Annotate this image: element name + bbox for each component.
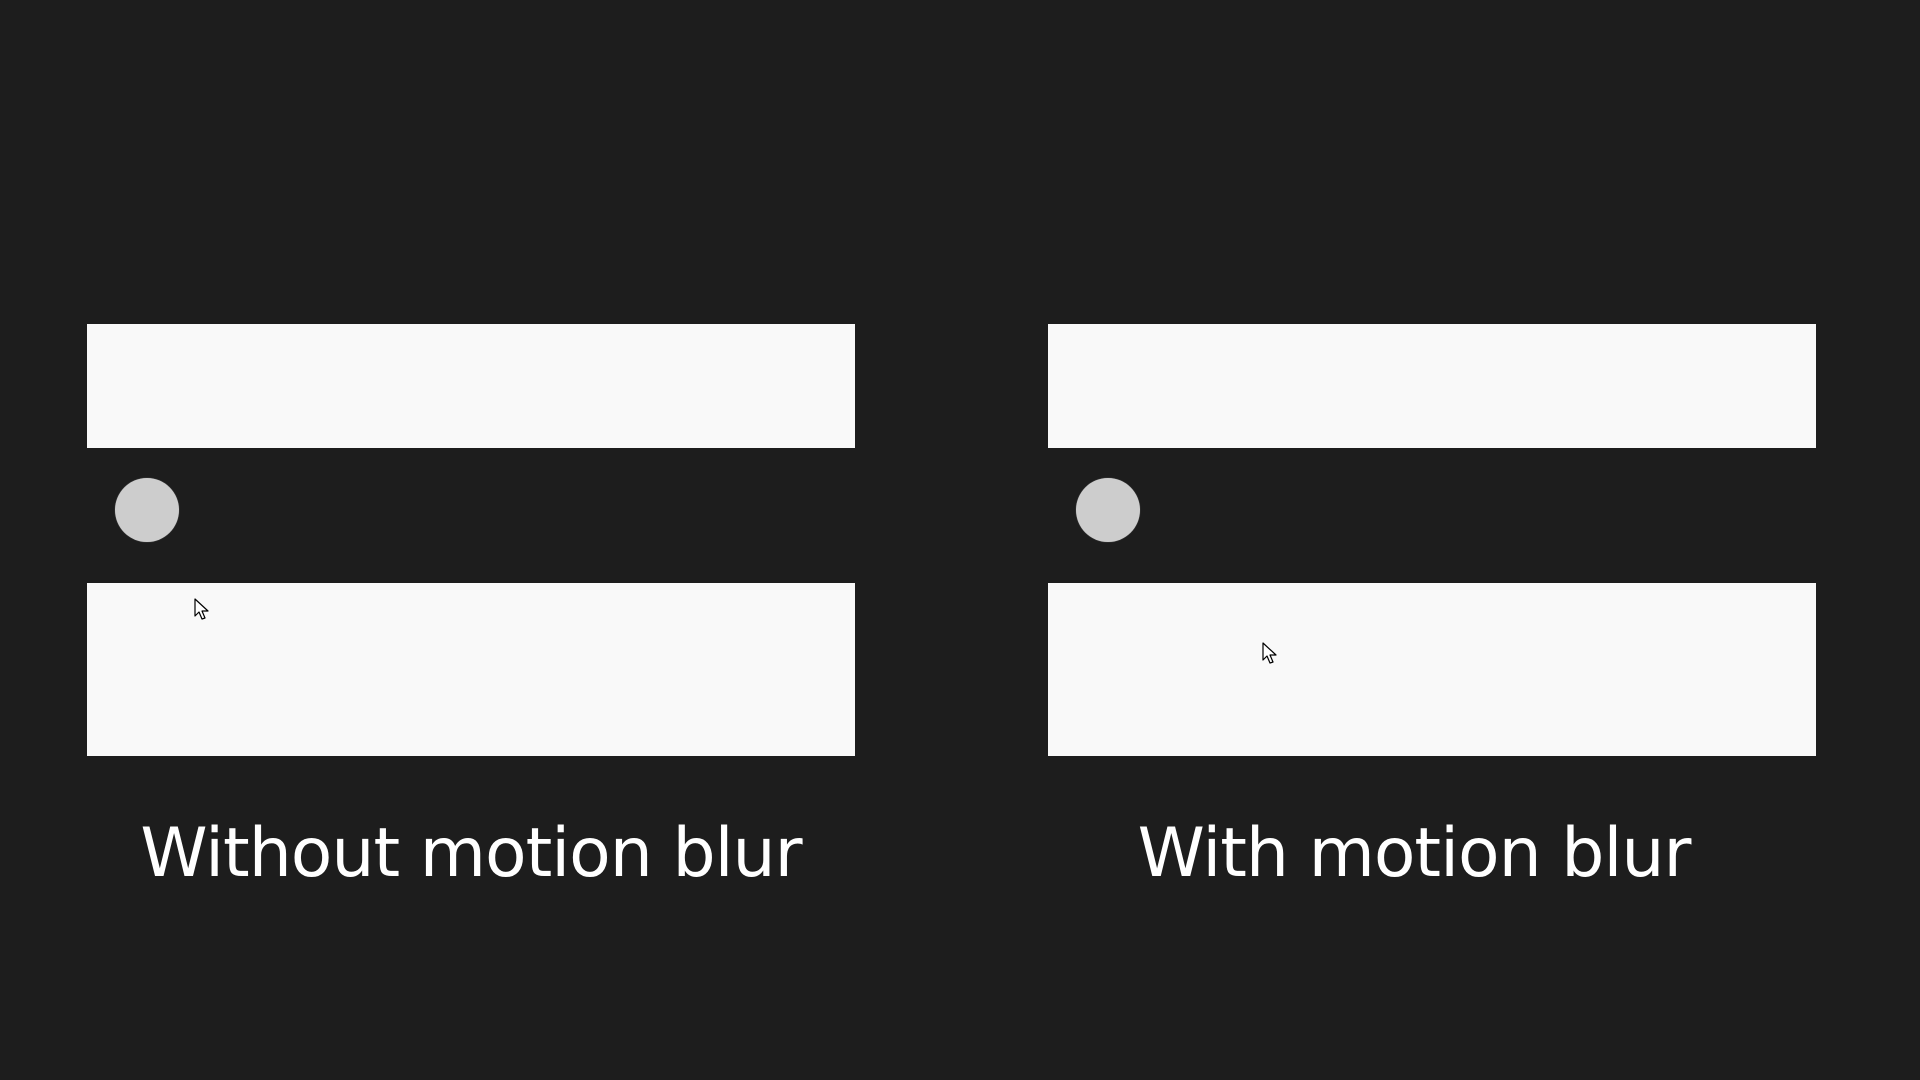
arrow-cursor-icon — [1262, 642, 1277, 664]
bottom-bar — [1048, 583, 1816, 756]
top-bar — [87, 324, 855, 448]
panel-without-motion-blur — [87, 324, 855, 756]
caption-with-motion-blur: With motion blur — [1137, 814, 1692, 893]
caption-without-motion-blur: Without motion blur — [140, 814, 802, 893]
bottom-bar — [87, 583, 855, 756]
moving-ball — [115, 478, 179, 542]
moving-ball — [1076, 478, 1140, 542]
top-bar — [1048, 324, 1816, 448]
panel-with-motion-blur — [1048, 324, 1816, 756]
arrow-cursor-icon — [194, 598, 209, 620]
